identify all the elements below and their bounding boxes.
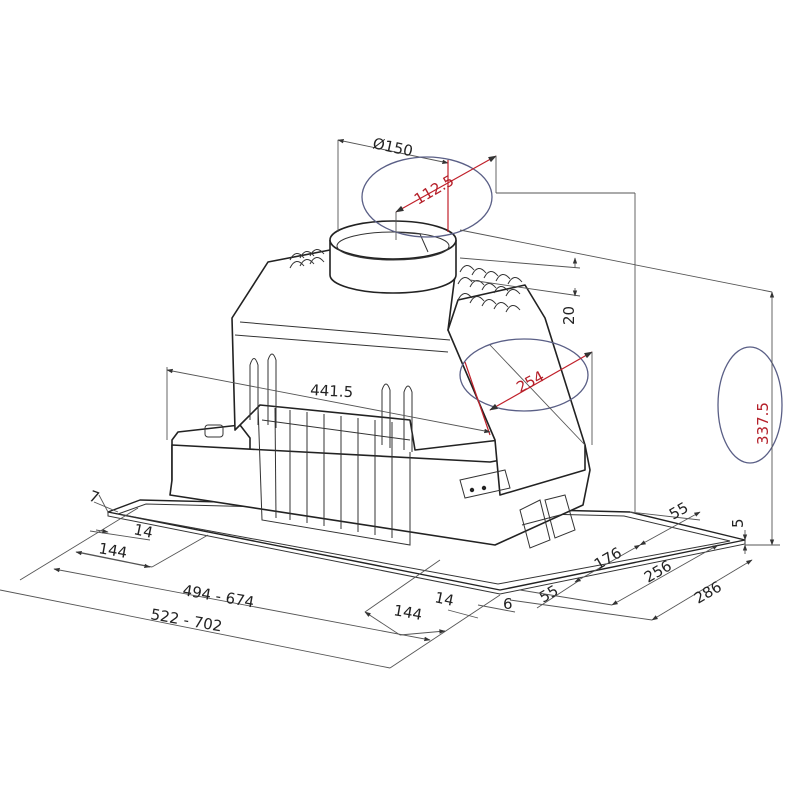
dimension-left-144: 144	[75, 534, 209, 569]
label-left-144: 144	[97, 539, 128, 562]
dimension-left-diag	[19, 507, 139, 581]
label-right-55: 55	[666, 498, 692, 523]
label-top-step: 20	[560, 306, 578, 325]
label-right-256: 256	[641, 557, 675, 587]
label-total-height: 337.5	[754, 402, 772, 445]
dimension-front-6: 6	[477, 595, 516, 613]
extension-lines	[459, 193, 773, 512]
dimension-flange-thickness: 5	[729, 518, 748, 554]
highlight-ellipse	[717, 346, 783, 464]
label-front-14: 14	[433, 588, 455, 610]
label-front-6: 6	[503, 595, 513, 613]
label-front-55: 55	[536, 581, 562, 606]
label-width-inner: 494 - 674	[181, 581, 255, 611]
label-body-width: 441.5	[310, 381, 354, 401]
dimension-front-144: 144	[364, 559, 446, 636]
label-left-14: 14	[132, 520, 154, 542]
label-width-outer: 522 - 702	[149, 605, 223, 635]
label-flange-thickness: 5	[729, 518, 747, 528]
label-outlet-diameter: Ø150	[371, 134, 414, 160]
dimension-top-step: 20	[560, 257, 578, 325]
dimension-width-inner: 494 - 674	[53, 567, 431, 642]
outlet-collar	[329, 220, 457, 294]
label-right-286: 286	[691, 578, 725, 608]
label-front-144: 144	[392, 601, 423, 624]
dimension-front-14: 14	[433, 588, 479, 619]
dimension-left-14: 14	[89, 520, 155, 542]
dimension-left-7: 7	[87, 487, 119, 513]
dimension-total-height: 337.5	[717, 291, 783, 546]
dimension-body-width: 441.5	[166, 367, 491, 440]
hood-body	[169, 249, 591, 549]
label-outlet-offset: 112.5	[411, 171, 457, 208]
